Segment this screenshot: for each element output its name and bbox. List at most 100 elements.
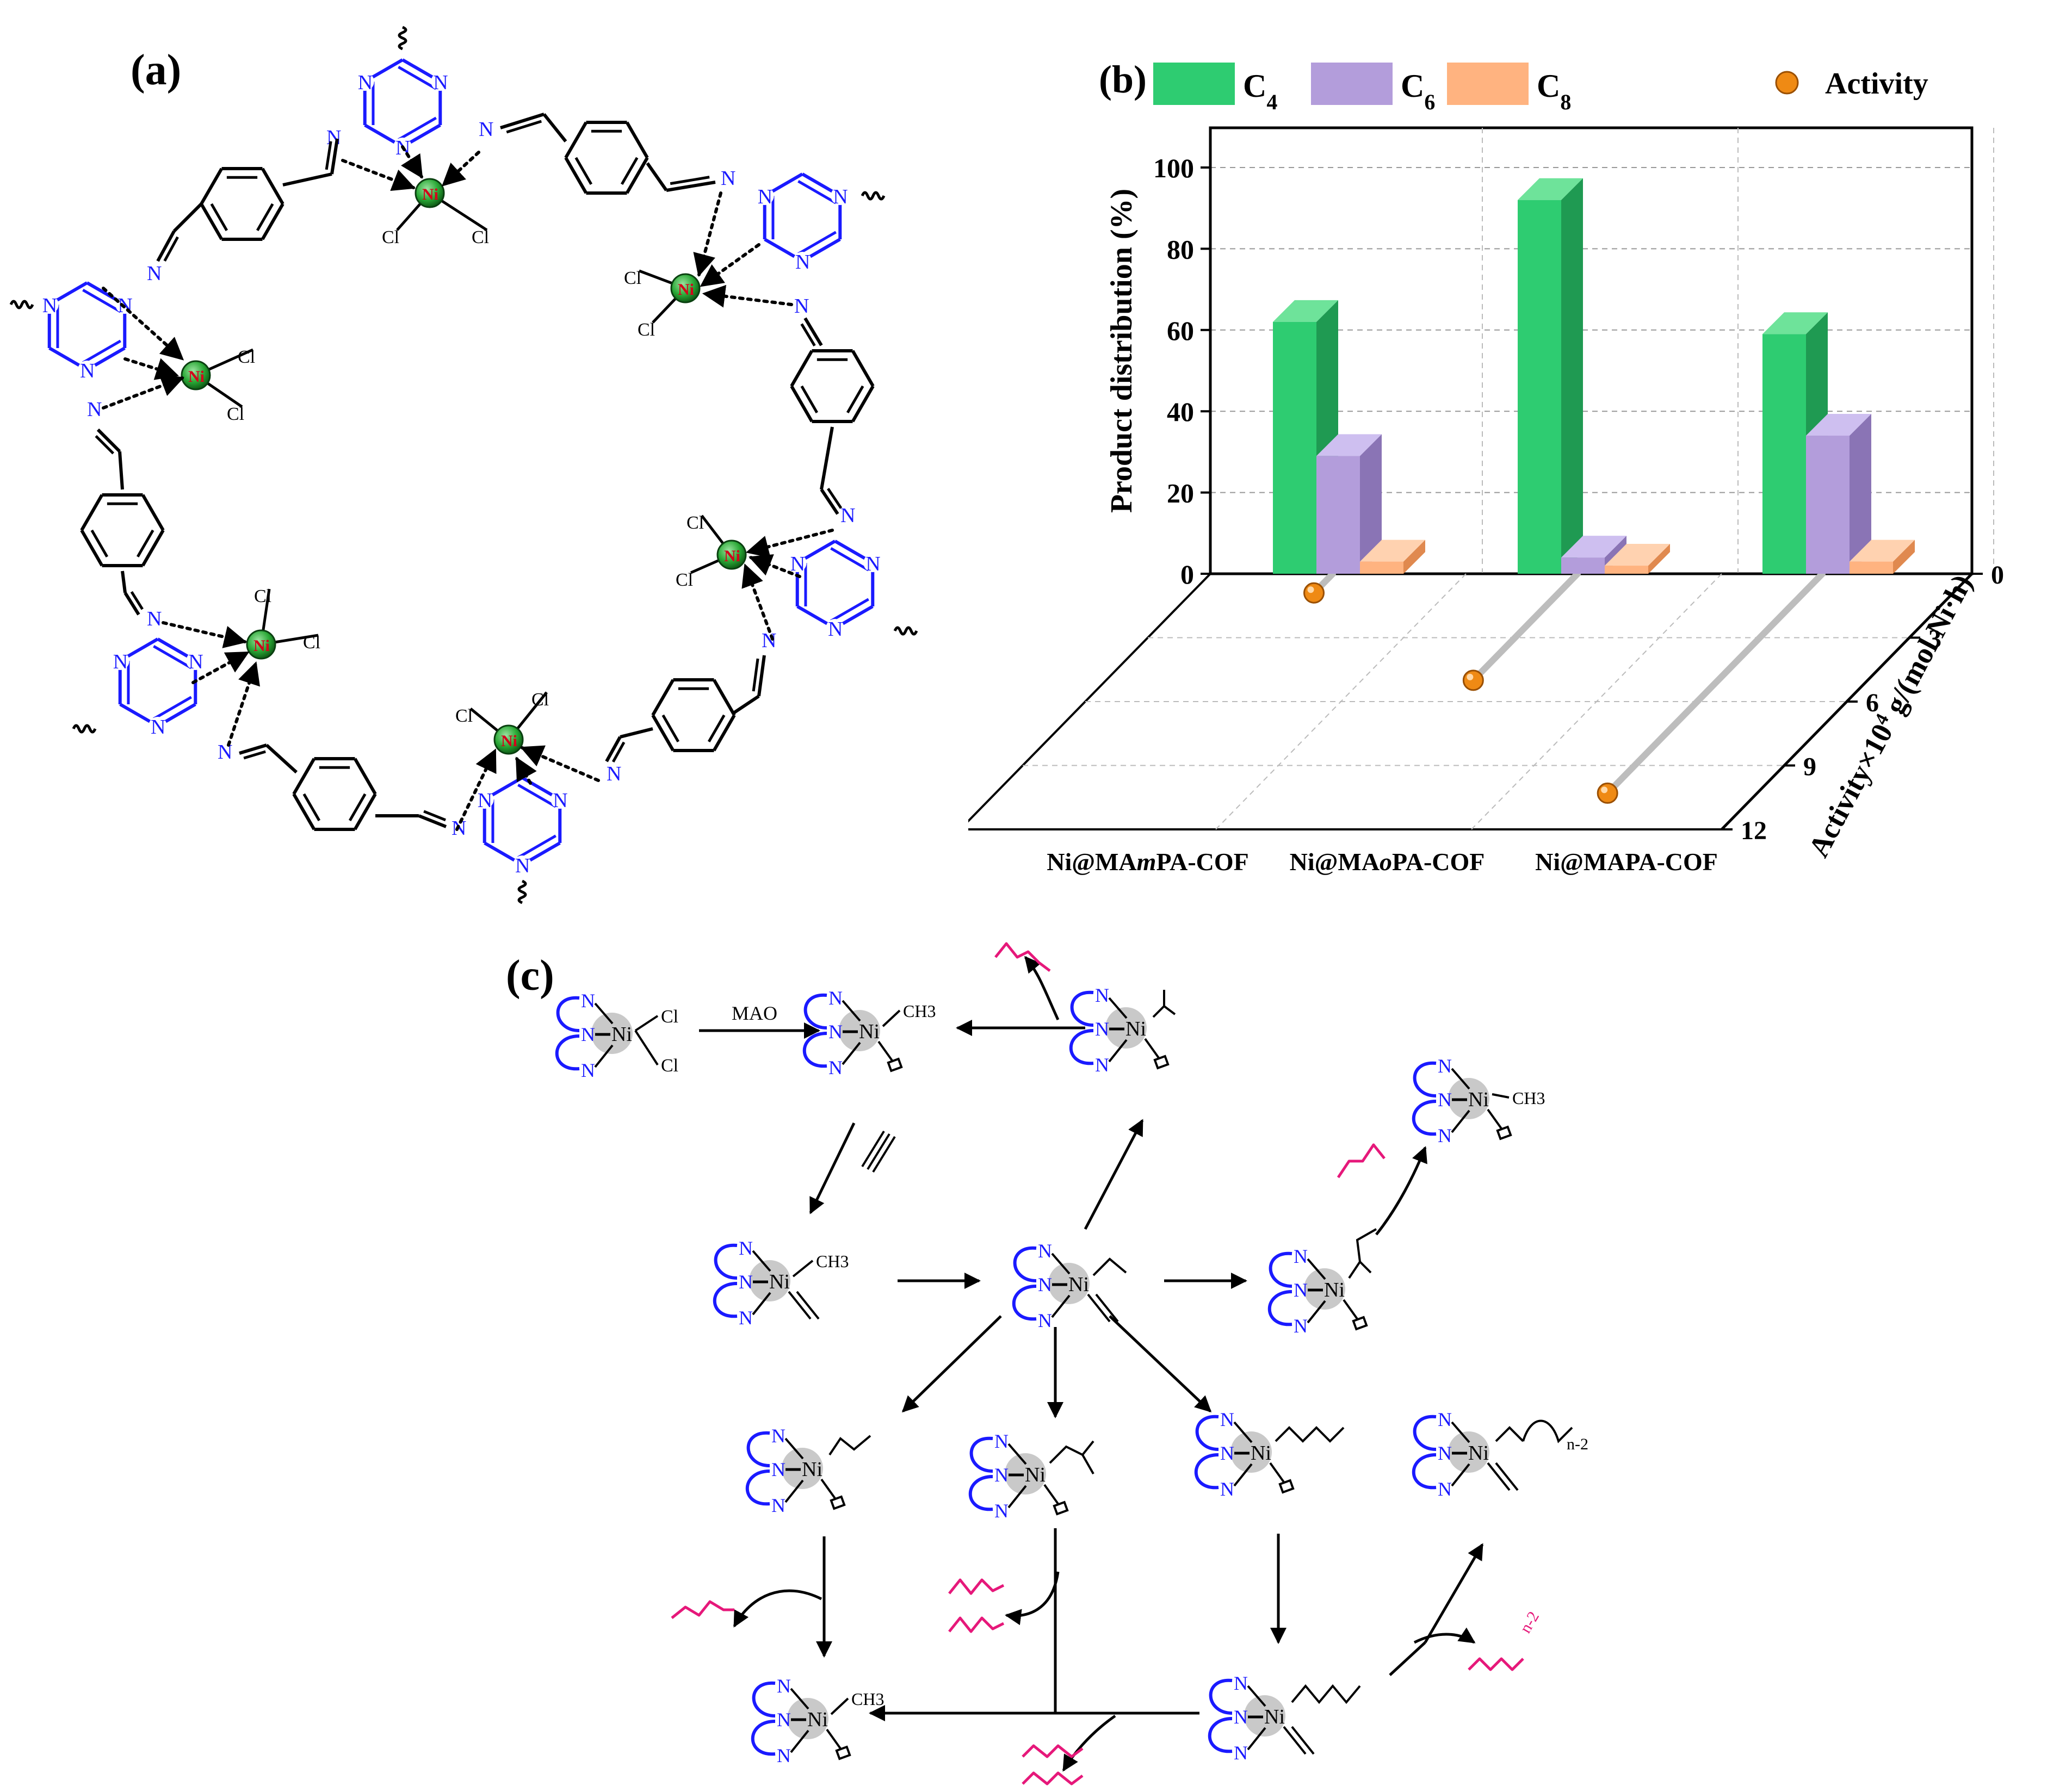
imine-bond <box>330 138 339 175</box>
ligand-arc <box>555 1034 580 1071</box>
coordination-arrow <box>515 757 537 785</box>
benzene-bond <box>353 758 377 795</box>
benzene-bond <box>851 385 875 423</box>
n-atom-bg <box>78 361 96 379</box>
category-part: PA-COF <box>1392 848 1485 876</box>
n-atom: N <box>1438 1055 1452 1077</box>
n-ni-bond <box>1233 1421 1253 1443</box>
n-imine: N <box>762 629 776 652</box>
z-axis-label: Activity×104 g/(mol Ni·h) <box>1802 569 1979 862</box>
n-atom: N <box>1220 1442 1234 1464</box>
benzene-bottom-right <box>651 678 736 752</box>
triazine-double-bond <box>153 696 192 720</box>
ligand-arc <box>968 1475 993 1511</box>
benzene-inner-bond <box>90 529 109 557</box>
bar <box>1850 561 1893 574</box>
bar-side <box>1561 178 1583 574</box>
coordination-arrow <box>162 621 248 648</box>
vacancy-bond <box>1269 1462 1285 1483</box>
n-imine: N <box>794 295 809 318</box>
z-tick-label: 3 <box>1928 625 1941 654</box>
ni-atom: Ni <box>253 637 270 655</box>
benzene-bond <box>353 793 377 830</box>
category-label: Ni@MAoPA-COF <box>1290 848 1485 876</box>
n-ni-bond <box>790 1729 809 1753</box>
ni-atom: Ni <box>1125 1018 1146 1040</box>
category-label: Ni@MAPA-COF <box>1535 848 1718 876</box>
n-atom: N <box>1095 984 1109 1006</box>
benzene-left <box>80 493 165 567</box>
activity-point <box>1462 669 1484 691</box>
coordination-arrow <box>227 661 260 747</box>
category-part: Ni@MA <box>1290 848 1380 876</box>
bar-top <box>1850 540 1915 562</box>
cl-atom: Cl <box>531 690 549 710</box>
vacancy-site <box>830 1495 846 1510</box>
n-atom: N <box>739 1271 753 1293</box>
vacancy-bond <box>1487 1108 1502 1130</box>
n-atom-bg <box>788 554 807 572</box>
n-atom: N <box>771 1425 785 1447</box>
ligand-arc <box>1194 1453 1219 1490</box>
activity-point <box>1597 782 1618 804</box>
ni-cl-bond <box>634 1030 659 1066</box>
panel-a: (a) NNNNNNNNNNNNNNNNNNNNNNNNNNNNNNNiClCl… <box>0 0 968 925</box>
alkyl-chain <box>1049 1440 1094 1474</box>
ch3-group: CH3 <box>816 1251 849 1271</box>
triazine-double-bond <box>797 180 837 204</box>
ethylene-bond <box>1495 1462 1519 1491</box>
benzene-bottom-left <box>292 757 377 831</box>
alkyl-chain <box>1495 1419 1573 1443</box>
chain-bond <box>733 695 760 714</box>
benzene-bond <box>564 121 588 159</box>
cl-atom: Cl <box>661 1007 678 1027</box>
wavy-bond <box>861 191 886 201</box>
bar-top <box>1561 536 1626 558</box>
n-atom: N <box>994 1430 1009 1452</box>
benzene-bond <box>625 157 649 194</box>
n-atom: N <box>1095 1054 1109 1076</box>
activity-point <box>1303 582 1325 604</box>
chain-bond <box>265 743 298 774</box>
benzene-bond <box>851 350 875 387</box>
category-part-italic: o <box>1380 848 1392 876</box>
n-atom-bg <box>863 554 882 572</box>
benzene-inner-bond <box>136 529 154 557</box>
ni-atom: Ni <box>1251 1442 1271 1465</box>
n-atom: N <box>478 789 492 812</box>
benzene-bond <box>80 529 104 567</box>
oligomer-route <box>1389 1641 1426 1676</box>
n-atom: N <box>739 1237 753 1259</box>
benzene-bond <box>141 494 165 531</box>
imine-double-bond <box>423 810 447 822</box>
n-ni-bond <box>1108 1039 1128 1063</box>
n-atom: N <box>1095 1018 1109 1040</box>
benzene-top-left <box>200 167 284 241</box>
ligand-arc <box>1209 1678 1233 1715</box>
imine-double-bond <box>752 658 759 692</box>
vacancy-bond <box>820 1478 836 1499</box>
bar-top <box>1806 414 1871 436</box>
imine-bond <box>123 592 140 616</box>
n-atom-bg <box>831 187 850 205</box>
benzene-inner-bond <box>348 793 367 821</box>
n-atom-bg <box>551 790 570 809</box>
bar <box>1518 200 1561 574</box>
bar <box>1605 566 1648 574</box>
ligand-arc <box>1412 1453 1437 1490</box>
benzene-bond <box>292 793 316 830</box>
imine-double-bond <box>243 750 266 760</box>
imine-bond <box>803 317 823 346</box>
chain-branch-arrow <box>1084 1119 1144 1230</box>
wavy-bond <box>893 626 918 636</box>
benzene-bond <box>712 714 736 752</box>
coordination-arrow <box>702 284 793 308</box>
n-ni-bond <box>784 1437 804 1460</box>
bar-side <box>1648 544 1670 574</box>
y-tick-label: 40 <box>1167 396 1194 427</box>
